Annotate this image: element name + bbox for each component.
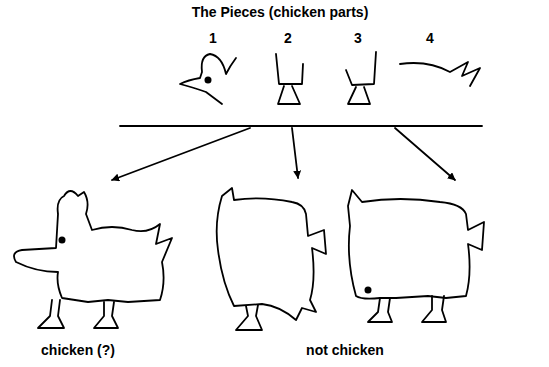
piece-number: 2 bbox=[284, 30, 292, 46]
piece-number: 1 bbox=[209, 30, 217, 46]
figure-label: chicken (?) bbox=[41, 342, 115, 358]
figure-label: not chicken bbox=[306, 342, 384, 358]
piece-number: 4 bbox=[426, 30, 434, 46]
figure-title: The Pieces (chicken parts) bbox=[192, 4, 369, 20]
piece-number: 3 bbox=[354, 30, 362, 46]
